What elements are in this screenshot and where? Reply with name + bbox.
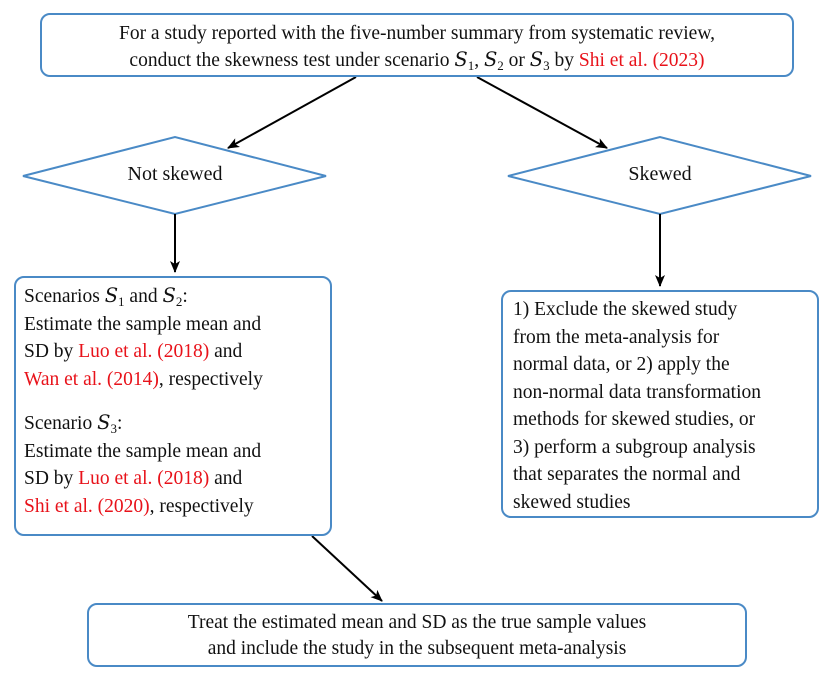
- left-box-line8: Shi et al. (2020), respectively: [24, 493, 330, 521]
- and-text: and: [209, 468, 243, 489]
- scenario-symbol: S: [529, 48, 544, 71]
- or-text: or: [503, 50, 530, 71]
- scenario-symbol: S: [162, 284, 176, 307]
- scenario-sub-3: 3: [543, 58, 550, 73]
- citation-luo-2018[interactable]: Luo et al. (2018): [78, 468, 210, 489]
- top-box-line2-text: conduct the skewness test under scenario: [129, 50, 455, 71]
- citation-shi-2023[interactable]: Shi et al. (2023): [578, 50, 705, 71]
- right-box-line: methods for skewed studies, or: [513, 409, 756, 430]
- skewed-diamond: [507, 135, 812, 216]
- skewed-label: Skewed: [628, 163, 692, 185]
- sd-by-text: SD by: [24, 468, 79, 489]
- spacer: [24, 393, 330, 409]
- left-box: Scenarios S1 and S2: Estimate the sample…: [14, 276, 332, 536]
- respectively-text: , respectively: [158, 368, 263, 390]
- sd-by-text: SD by: [24, 341, 79, 362]
- scenario-sub-3: 3: [110, 421, 117, 436]
- right-box-line: 3) perform a subgroup analysis: [513, 436, 756, 458]
- by-text: by: [549, 50, 579, 71]
- scenario-sub-2: 2: [175, 294, 183, 309]
- top-box-line2: conduct the skewness test under scenario…: [42, 47, 792, 74]
- and-text: and: [124, 286, 163, 307]
- scenario-symbol: S: [97, 411, 111, 434]
- top-box: For a study reported with the five-numbe…: [40, 13, 794, 77]
- arrow-top-to-skewed: [476, 76, 608, 149]
- scenario-sub-2: 2: [497, 58, 504, 73]
- bottom-box-line1: Treat the estimated mean and SD as the t…: [187, 612, 647, 633]
- citation-luo-2018[interactable]: Luo et al. (2018): [78, 341, 210, 362]
- right-box-line: skewed studies: [513, 491, 631, 513]
- colon: :: [116, 413, 123, 434]
- arrow-left-box-to-bottom: [311, 535, 383, 602]
- right-box-line: non-normal data transformation: [513, 381, 762, 403]
- bottom-box: Treat the estimated mean and SD as the t…: [87, 603, 747, 667]
- citation-wan-2014[interactable]: Wan et al. (2014): [24, 368, 159, 390]
- scenario-text: Scenario: [24, 413, 98, 434]
- top-box-line1: For a study reported with the five-numbe…: [118, 23, 716, 44]
- and-text: and: [209, 341, 243, 362]
- respectively-text: , respectively: [149, 495, 254, 517]
- left-box-line4: Wan et al. (2014), respectively: [24, 366, 330, 394]
- scenario-sub-1: 1: [467, 58, 475, 73]
- right-box: 1) Exclude the skewed study from the met…: [501, 290, 819, 518]
- left-box-line6: Estimate the sample mean and: [24, 440, 262, 462]
- right-box-line: 1) Exclude the skewed study: [513, 299, 738, 320]
- left-box-scenario-3: Scenario S3:: [24, 409, 330, 438]
- arrow-top-to-not-skewed: [227, 76, 357, 149]
- left-box-line7: SD by Luo et al. (2018) and: [24, 465, 330, 493]
- scenario-symbol: S: [483, 48, 498, 71]
- not-skewed-label: Not skewed: [127, 163, 223, 185]
- scenario-symbol: S: [454, 48, 468, 71]
- separator: ,: [474, 50, 484, 71]
- right-box-line: from the meta-analysis for: [513, 326, 720, 348]
- left-box-scenarios-1-2: Scenarios S1 and S2:: [24, 282, 330, 311]
- right-box-line: that separates the normal and: [513, 464, 741, 485]
- left-box-line2: Estimate the sample mean and: [24, 313, 262, 335]
- not-skewed-diamond: [22, 135, 327, 216]
- right-box-line: normal data, or 2) apply the: [513, 354, 730, 375]
- colon: :: [182, 286, 188, 307]
- scenario-symbol: S: [104, 284, 119, 307]
- citation-shi-2020[interactable]: Shi et al. (2020): [24, 495, 150, 517]
- bottom-box-line2: and include the study in the subsequent …: [207, 638, 627, 659]
- scenario-sub-1: 1: [118, 294, 125, 309]
- scenarios-text: Scenarios: [24, 286, 105, 307]
- left-box-line3: SD by Luo et al. (2018) and: [24, 338, 330, 366]
